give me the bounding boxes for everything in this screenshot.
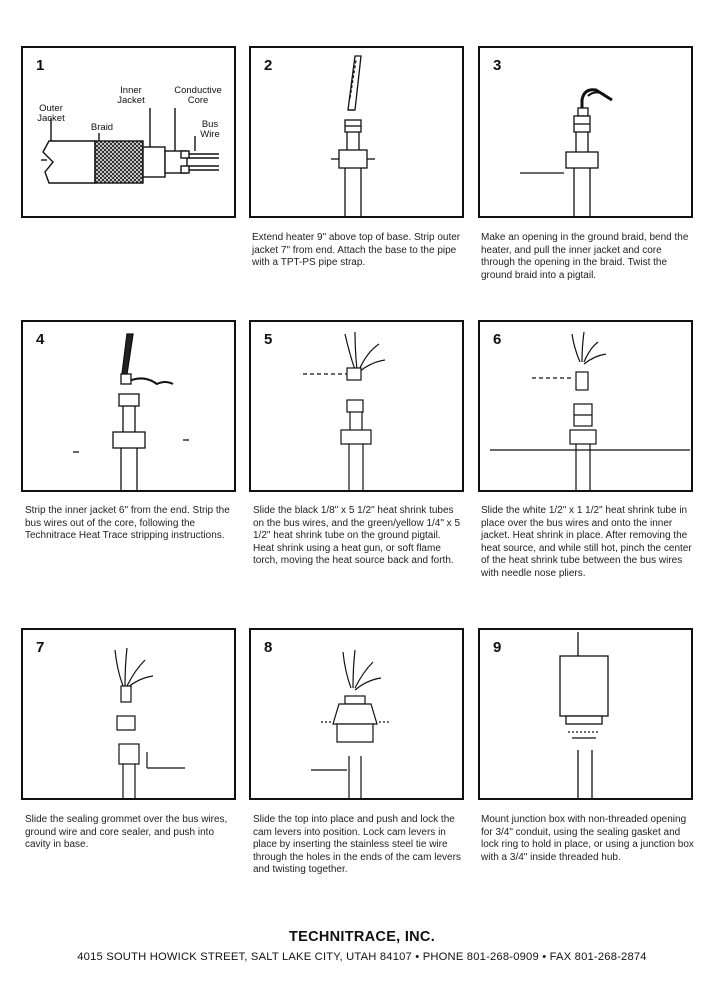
- step-9-panel: 9: [478, 628, 693, 800]
- heater-cable-cross-section-illustration: [41, 108, 219, 184]
- step-number: 5: [264, 331, 273, 348]
- step-6-caption: Slide the white 1/2" x 1 1/2" heat shrin…: [481, 505, 692, 579]
- step-4-illustration: [73, 333, 189, 490]
- step-5-caption: Slide the black 1/8" x 5 1/2" heat shrin…: [253, 505, 461, 567]
- step-number: 4: [36, 331, 45, 348]
- step-4-caption: Strip the inner jacket 6" from the end. …: [25, 505, 230, 542]
- step-7-illustration: [114, 647, 185, 798]
- step-7-panel: 7: [21, 628, 236, 800]
- label-conductive-core: Conductive Core: [174, 85, 222, 106]
- step-2-panel: 2: [249, 46, 464, 218]
- label-braid: Braid: [90, 122, 114, 133]
- step-8-illustration: [311, 649, 389, 798]
- step-number: 6: [493, 331, 502, 348]
- company-name: TECHNITRACE, INC.: [288, 929, 436, 945]
- step-3-caption: Make an opening in the ground braid, ben…: [481, 232, 689, 281]
- step-number: 1: [36, 57, 45, 74]
- step-number: 8: [264, 639, 273, 656]
- label-bus-wire: Bus Wire: [200, 119, 220, 140]
- step-number: 9: [493, 639, 502, 656]
- step-9-illustration: [559, 632, 609, 798]
- step-5-panel: 5: [249, 320, 464, 492]
- label-inner-jacket: Inner Jacket: [117, 85, 145, 106]
- step-6-panel: 6: [478, 320, 693, 492]
- step-number: 2: [264, 57, 273, 74]
- step-number: 3: [493, 57, 502, 74]
- step-9-caption: Mount junction box with non-threaded ope…: [481, 814, 694, 863]
- step-2-illustration: [331, 55, 375, 216]
- step-4-panel: 4: [21, 320, 236, 492]
- step-2-caption: Extend heater 9" above top of base. Stri…: [252, 232, 461, 269]
- step-number: 7: [36, 639, 45, 656]
- step-6-illustration: [490, 331, 690, 490]
- step-1-panel: 1 Outer Jacket Braid Inner Jacket Conduc…: [21, 46, 236, 218]
- step-8-panel: 8: [249, 628, 464, 800]
- step-5-illustration: [303, 331, 386, 490]
- step-8-caption: Slide the top into place and push and lo…: [253, 814, 461, 876]
- step-3-illustration: [520, 88, 613, 216]
- step-7-caption: Slide the sealing grommet over the bus w…: [25, 814, 228, 851]
- step-3-panel: 3: [478, 46, 693, 218]
- company-address: 4015 SOUTH HOWICK STREET, SALT LAKE CITY…: [77, 951, 647, 963]
